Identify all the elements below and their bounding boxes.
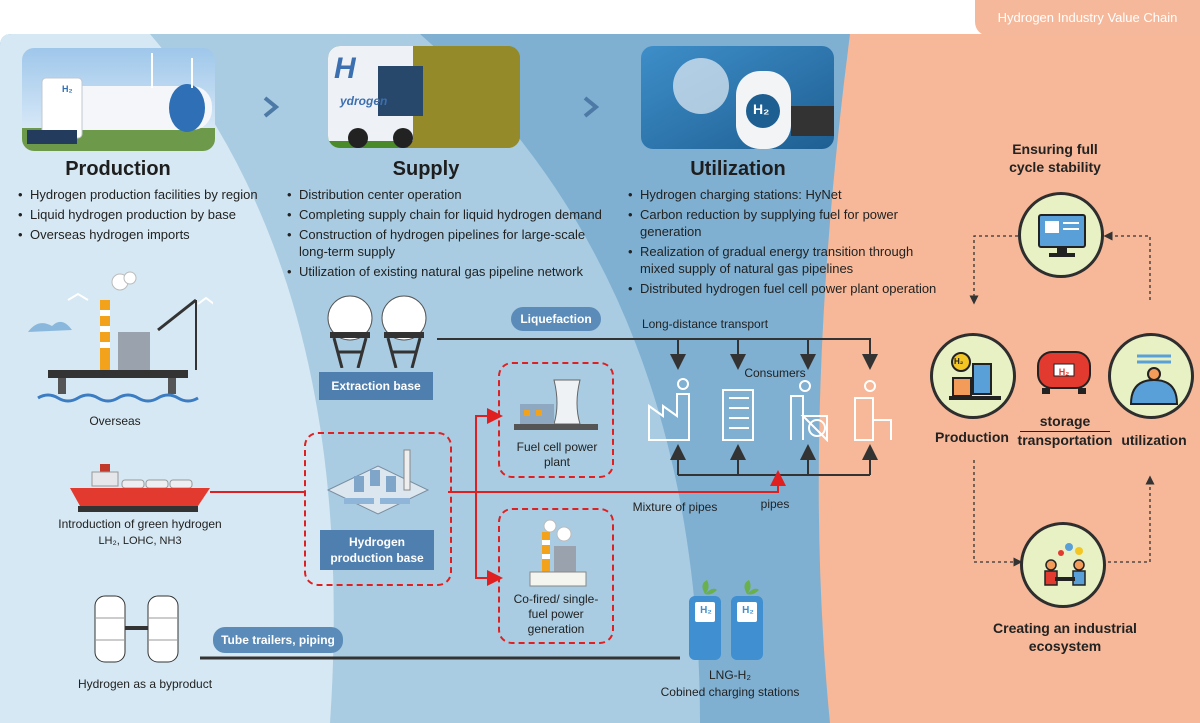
charger-label-right: H₂ [742, 605, 754, 616]
list-item: Overseas hydrogen imports [18, 226, 278, 243]
list-item: Construction of hydrogen pipelines for l… [287, 226, 607, 260]
production-title: Production [65, 158, 171, 180]
production-photo-label: H₂ [62, 84, 73, 94]
lng-ship-icon [70, 464, 210, 512]
cycle-right-label: utilization [1121, 432, 1187, 448]
mixture-label: Mixture of pipes [632, 500, 718, 514]
utilization-icon [1129, 354, 1179, 405]
list-item: Distributed hydrogen fuel cell power pla… [628, 280, 938, 297]
supply-photo: H ydrogen [328, 46, 520, 148]
storage-tank-icon [1037, 351, 1091, 394]
list-item: Utilization of existing natural gas pipe… [287, 263, 607, 280]
overseas-label: Overseas [89, 414, 141, 428]
production-icon [949, 352, 1001, 400]
list-item: Completing supply chain for liquid hydro… [287, 206, 607, 223]
tube-trailers-pill: Tube trailers, piping [213, 627, 343, 653]
production-bullets: Hydrogen production facilities by region… [18, 186, 278, 246]
lng-h2-label: LNG-H₂ [709, 668, 751, 682]
utilization-bullets: Hydrogen charging stations: HyNet Carbon… [628, 186, 938, 300]
cycle-bottom-label: Creating an industrial ecosystem [993, 620, 1137, 654]
storage-tank-label: H₂ [1058, 367, 1070, 377]
supply-bullets: Distribution center operation Completing… [287, 186, 607, 283]
extraction-base-box: Extraction base [319, 372, 433, 400]
charger-label-left: H₂ [700, 605, 712, 616]
consumer-buildings-icon [648, 378, 892, 442]
ecosystem-icon [1044, 543, 1086, 586]
cycle-left-circle: H₂ [930, 333, 1016, 419]
green-hydrogen-types: LH₂, LOHC, NH3 [98, 535, 182, 547]
cycle-center-top-label: storage [1039, 413, 1091, 429]
extraction-base-icon [327, 295, 427, 368]
combined-stations-label: Cobined charging stations [660, 685, 800, 699]
list-item: Distribution center operation [287, 186, 607, 203]
list-item: Realization of gradual energy transition… [628, 243, 938, 277]
utilization-photo: H₂ [641, 46, 834, 149]
fuel-cell-plant-icon [514, 379, 598, 430]
byproduct-tanks-icon [94, 595, 179, 663]
cycle-top-circle [1018, 192, 1104, 278]
list-item: Carbon reduction by supplying fuel for p… [628, 206, 938, 240]
consumers-label: Consumers [744, 366, 806, 380]
cycle-center-bottom-label: transportation [1017, 432, 1113, 448]
charging-stations-icon [689, 580, 763, 660]
liquefaction-pill: Liquefaction [511, 307, 601, 331]
supply-title: Supply [392, 158, 460, 180]
fuel-cell-plant-box: Fuel cell power plant [498, 362, 614, 478]
cycle-left-label: Production [935, 429, 1009, 445]
cofired-power-label: Co-fired/ single-fuel power generation [513, 592, 599, 636]
cycle-right-circle [1108, 333, 1194, 419]
list-item: Hydrogen production facilities by region [18, 186, 278, 203]
cycle-center-divider [1020, 431, 1110, 432]
cofired-plant-icon [529, 519, 587, 587]
offshore-platform-icon [28, 271, 213, 403]
long-distance-label: Long-distance transport [641, 317, 769, 331]
fuel-cell-plant-label: Fuel cell power plant [516, 440, 598, 469]
chevron-right-icon [263, 96, 280, 118]
hydrogen-production-base-label: Hydrogen production base [320, 530, 434, 570]
list-item: Liquid hydrogen production by base [18, 206, 278, 223]
monitor-icon [1038, 214, 1086, 257]
pipes-label: pipes [760, 497, 790, 511]
hydrogen-plant-icon [326, 449, 430, 515]
chain-title-tag: Hydrogen Industry Value Chain [975, 0, 1200, 36]
utilization-title: Utilization [690, 158, 786, 180]
supply-photo-text: ydrogen [340, 94, 388, 108]
production-photo: H₂ [22, 48, 215, 151]
list-item: Hydrogen charging stations: HyNet [628, 186, 938, 203]
byproduct-label: Hydrogen as a byproduct [77, 677, 213, 691]
utilization-photo-label: H₂ [753, 101, 770, 117]
supply-photo-h: H [334, 52, 356, 85]
green-hydrogen-label: Introduction of green hydrogen [58, 517, 222, 531]
cycle-top-label: Ensuring full cycle stability [1009, 141, 1101, 175]
hydrogen-production-base-box: Hydrogen production base [304, 432, 452, 586]
cofired-power-box: Co-fired/ single-fuel power generation [498, 508, 614, 644]
cycle-bottom-circle [1020, 522, 1106, 608]
chevron-right-icon [583, 96, 600, 118]
production-icon-label: H₂ [954, 357, 964, 366]
